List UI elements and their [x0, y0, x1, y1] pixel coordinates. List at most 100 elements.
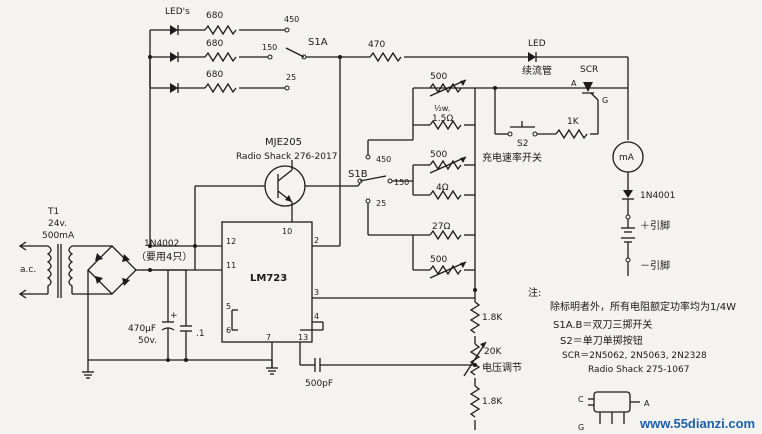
- label-470uf: 470μF: [128, 324, 156, 334]
- label-50v: 50v.: [138, 336, 157, 346]
- label-t1-ma: 500mA: [42, 231, 75, 241]
- resistor-680-1: [204, 25, 237, 35]
- resistor-1-8k-bottom: [470, 385, 480, 418]
- label-pin13: 13: [298, 333, 308, 342]
- label-27-ohm: 27Ω: [432, 222, 450, 232]
- label-leds: LED's: [165, 7, 190, 17]
- label-pin11: 11: [226, 261, 236, 270]
- label-pin10: 10: [282, 227, 292, 236]
- label-sw-450-mid: 450: [376, 155, 391, 164]
- label-pin6: 6: [226, 326, 231, 335]
- scr-icon: [583, 82, 593, 92]
- label-1-8k-top: 1.8K: [482, 313, 503, 323]
- led-2-icon: [170, 52, 178, 62]
- label-500-1: 500: [430, 72, 447, 82]
- label-680-2: 680: [206, 39, 223, 49]
- label-scr-a: A: [571, 79, 577, 88]
- notes-line4: SCR＝2N5062, 2N5063, 2N2328: [562, 351, 707, 361]
- pot-500-3: [429, 265, 462, 275]
- label-sw-25-top: 25: [286, 73, 296, 82]
- bridge-rectifier: [87, 245, 137, 295]
- label-pin2: 2: [314, 236, 319, 245]
- label-20k-cn: 电压调节: [482, 361, 522, 374]
- notes-line1: 除标明者外，所有电阻额定功率均为1/4W: [550, 300, 736, 313]
- label-pkg-a: A: [644, 399, 650, 408]
- pot-500-2: [429, 160, 462, 170]
- label-scr-g: G: [602, 96, 608, 105]
- label-pin7: 7: [266, 333, 271, 342]
- notes-line3: S2＝单刀单掷按钮: [560, 334, 643, 347]
- resistor-680-2: [204, 52, 237, 62]
- label-t1: T1: [47, 207, 59, 217]
- label-meter: mA: [619, 153, 635, 163]
- notes-line5: Radio Shack 275-1067: [588, 365, 689, 375]
- label-s1b: S1B: [348, 169, 368, 180]
- power-input: [18, 241, 278, 379]
- label-s1a: S1A: [308, 37, 328, 48]
- label-1k: 1K: [567, 117, 580, 127]
- label-470: 470: [368, 40, 385, 50]
- label-sw-150-top: 150: [262, 43, 277, 52]
- label-0-1: .1: [196, 329, 205, 339]
- label-radioshack-276: Radio Shack 276-2017: [236, 152, 337, 162]
- label-led: LED: [528, 39, 546, 49]
- label-500-2: 500: [430, 150, 447, 160]
- scr-package-icon: [593, 391, 631, 413]
- notes-block: 注: 除标明者外，所有电阻额定功率均为1/4W S1A.B＝双刀三掷开关 S2＝…: [528, 286, 736, 375]
- resistor-1k: [555, 129, 588, 139]
- label-pin5: 5: [226, 302, 231, 311]
- label-minus-pin: －引脚: [640, 259, 670, 272]
- led-3-icon: [170, 83, 178, 93]
- resistor-27-ohm: [429, 230, 462, 240]
- led-1-icon: [170, 25, 178, 35]
- label-pin12: 12: [226, 237, 236, 246]
- label-plus-pin: ＋引脚: [640, 219, 670, 232]
- label-mje205: MJE205: [265, 137, 302, 148]
- pass-transistor: [194, 160, 310, 222]
- label-pin3: 3: [314, 288, 319, 297]
- label-4-ohm: 4Ω: [436, 183, 449, 193]
- label-lm723: LM723: [250, 273, 287, 284]
- label-cap-plus: +: [170, 311, 178, 321]
- watermark: www.55dianzi.com: [639, 416, 755, 431]
- label-half-w: ½w.: [434, 104, 450, 113]
- label-pkg-c: C: [578, 395, 584, 404]
- label-t1-v: 24v.: [48, 219, 67, 229]
- label-pin4: 4: [314, 312, 319, 321]
- diode-1n4001-icon: [623, 190, 633, 198]
- scr-section: [369, 52, 644, 276]
- label-sw-25-mid: 25: [376, 199, 386, 208]
- label-sw-450-top: 450: [284, 15, 299, 24]
- label-500-3: 500: [430, 255, 447, 265]
- label-500pf: 500pF: [305, 379, 333, 389]
- resistor-1-8k-top: [470, 301, 480, 334]
- current-select-ladder: [310, 79, 495, 292]
- label-1n4002: 1N4002: [144, 239, 179, 249]
- notes-line2: S1A.B＝双刀三掷开关: [553, 318, 652, 331]
- label-1-5-ohm: 1.5Ω: [432, 114, 453, 124]
- label-pkg-g: G: [578, 423, 584, 432]
- resistor-470: [369, 52, 402, 62]
- label-scr: SCR: [580, 65, 598, 75]
- label-ac: a.c.: [20, 265, 36, 275]
- label-1n4002-cn: （要用4只）: [136, 251, 192, 263]
- freewheel-led-icon: [528, 52, 536, 62]
- label-led-cn: 续流管: [522, 64, 552, 77]
- label-1n4001: 1N4001: [640, 191, 675, 201]
- lm723-chip: [221, 221, 313, 343]
- label-20k: 20K: [484, 347, 502, 357]
- label-s2-cn: 充电速率开关: [482, 151, 542, 164]
- label-680-3: 680: [206, 70, 223, 80]
- voltage-divider: [463, 290, 487, 430]
- scr-package: [588, 391, 640, 424]
- led-indicators: [148, 25, 370, 210]
- notes-title: 注:: [528, 286, 541, 299]
- lm723-regulator: [148, 57, 475, 372]
- label-s2: S2: [517, 139, 528, 149]
- label-680-1: 680: [206, 11, 223, 21]
- transformer-t1: [46, 245, 52, 294]
- resistor-680-3: [204, 83, 237, 93]
- label-1-8k-bottom: 1.8K: [482, 397, 503, 407]
